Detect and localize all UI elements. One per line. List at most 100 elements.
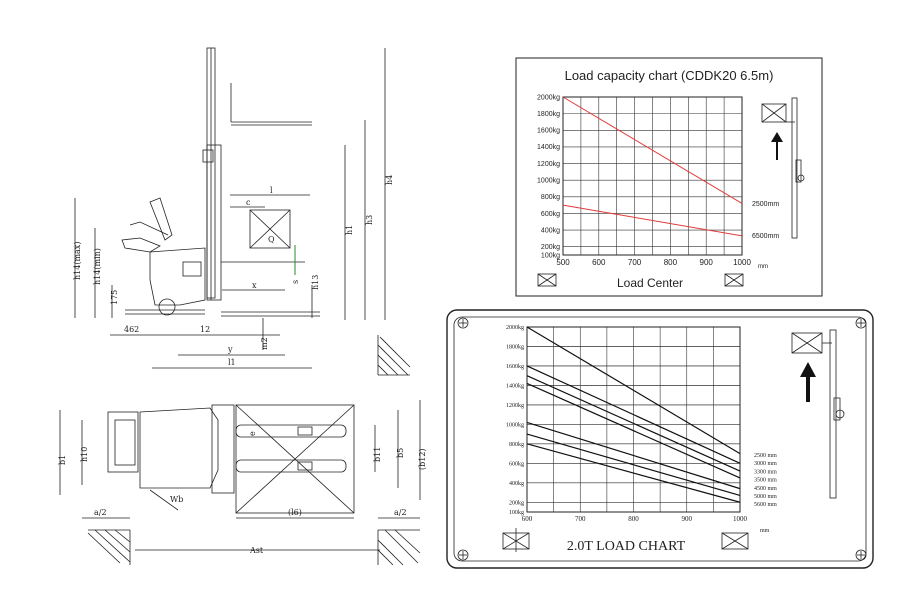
chart2-corner-screw-icon [855,549,867,561]
chart2-mast-diagram [791,329,845,499]
x-tick-label: 600 [592,258,606,267]
chart1-load-capacity: 100kg200kg400kg600kg800kg1000kg1200kg140… [537,94,779,267]
label-c: c [246,198,251,207]
fork-right [235,459,347,473]
label-h14-min: h14(min) [93,248,102,285]
y-tick-label: 1600kg [537,128,560,135]
x-tick-label: 900 [700,258,714,267]
y-tick-label: 800kg [541,194,560,201]
series-line-4500mm [526,421,741,490]
mast-lower [206,144,222,301]
label-b5: b5 [396,448,405,458]
y-tick-label: 600kg [509,461,524,467]
label-h4: h4 [385,175,394,185]
chart2-title: 2.0T LOAD CHART [567,539,686,554]
label-h3: h3 [365,215,374,225]
series-label: 3000 mm [754,461,777,467]
label-b12: (b12) [418,448,427,470]
label-Ast: Ast [249,546,264,555]
label-175: 175 [110,290,119,305]
chart2-corner-screw-icon [457,317,469,329]
y-tick-label: 200kg [509,500,524,506]
series-label: 2500mm [752,201,779,208]
chart1-pallet-icon-right [724,273,744,287]
chart1-up-arrow-icon [771,132,783,160]
wall-hatch-right [377,335,411,376]
y-tick-label: 400kg [509,481,524,487]
load-box [249,209,291,249]
label-l: l [270,186,273,195]
x-tick-label: 1000 [733,258,751,267]
x-tick-label: 700 [628,258,642,267]
label-12: 12 [200,325,210,334]
label-Q: Q [268,235,275,244]
x-tick-label: 800 [628,515,639,523]
y-tick-label: 1600kg [506,364,524,370]
y-tick-label: 800kg [509,442,524,448]
y-tick-label: 1800kg [537,111,560,118]
top-view-drawing: b1 h10 e b11 b5 (b12) Wb a/2 (l6) a/2 As… [58,400,427,566]
y-tick-label: 1200kg [506,403,524,409]
operator-platform [107,411,139,473]
y-tick-label: 1400kg [506,383,524,389]
chart2-load-chart: 100kg 200kg 400kg 600kg 800kg 1000kg 1200kg 140… [506,325,777,523]
y-tick-label: 2000kg [537,94,560,101]
chart1-frame [515,57,823,297]
chart2-up-arrow-icon [800,362,816,402]
x-tick-label: 600 [522,515,533,523]
label-e: e [248,431,257,436]
series-label: 3500 mm [754,478,777,484]
y-tick-label: 100kg [509,510,524,516]
label-l1: l1 [228,358,236,367]
series-line-2500mm [526,326,741,455]
label-a2-right: a/2 [394,508,407,517]
x-tick-label: 900 [682,515,693,523]
label-l6: (l6) [288,508,302,517]
y-tick-label: 1000kg [506,422,524,428]
chart2-pallet-icon-right [721,532,749,550]
label-m2: m2 [260,337,269,350]
label-h14-max: h14(max) [73,242,82,280]
chart2-corner-screw-icon [457,549,469,561]
y-tick-label: 2000kg [506,325,524,331]
label-s: s [291,280,300,284]
y-tick-label: 1400kg [537,144,560,151]
series-label: 5000 mm [754,494,777,500]
label-h1: h1 [345,225,354,235]
plot-area-border [526,326,741,513]
series-label: 6500mm [752,233,779,240]
series-line-3500mm [526,382,741,479]
series-line-5000mm [526,433,741,497]
label-h10: h10 [80,447,89,462]
chart1-xlabel: Load Center [617,276,683,290]
wall-hatch-bottom-left [87,529,131,565]
chart1-mast-diagram [761,97,805,239]
wall-hatch-bottom-right [377,529,421,566]
x-tick-label: 700 [575,515,586,523]
series-label: 2500 mm [754,453,777,459]
y-tick-label: 200kg [541,244,560,251]
load-pallet-outline [235,404,355,514]
plot-area-border [562,96,743,256]
series-line-5600mm [526,443,741,503]
side-view-drawing: Q h4 h3 h1 h14(max) h14(min) 175 h13 s l… [73,47,411,376]
label-h13: h13 [311,275,320,290]
chart1-x-unit: mm [758,264,768,270]
y-tick-label: 1200kg [537,161,560,168]
label-b1: b1 [58,455,67,465]
chart2-x-unit: mm [760,528,770,534]
y-tick-label: 600kg [541,211,560,218]
y-tick-label: 400kg [541,227,560,234]
label-a2-left: a/2 [94,508,107,517]
y-tick-label: 1800kg [506,344,524,350]
fork-left [235,424,347,438]
drive-wheel [158,298,176,316]
series-line-6500mm [562,204,743,237]
series-line-2500mm [562,96,743,204]
label-Wb: Wb [170,495,183,504]
x-tick-label: 800 [664,258,678,267]
series-label: 4500 mm [754,486,777,492]
chart2-pallet-icon-left [502,528,530,552]
y-tick-label: 100kg [541,252,560,259]
